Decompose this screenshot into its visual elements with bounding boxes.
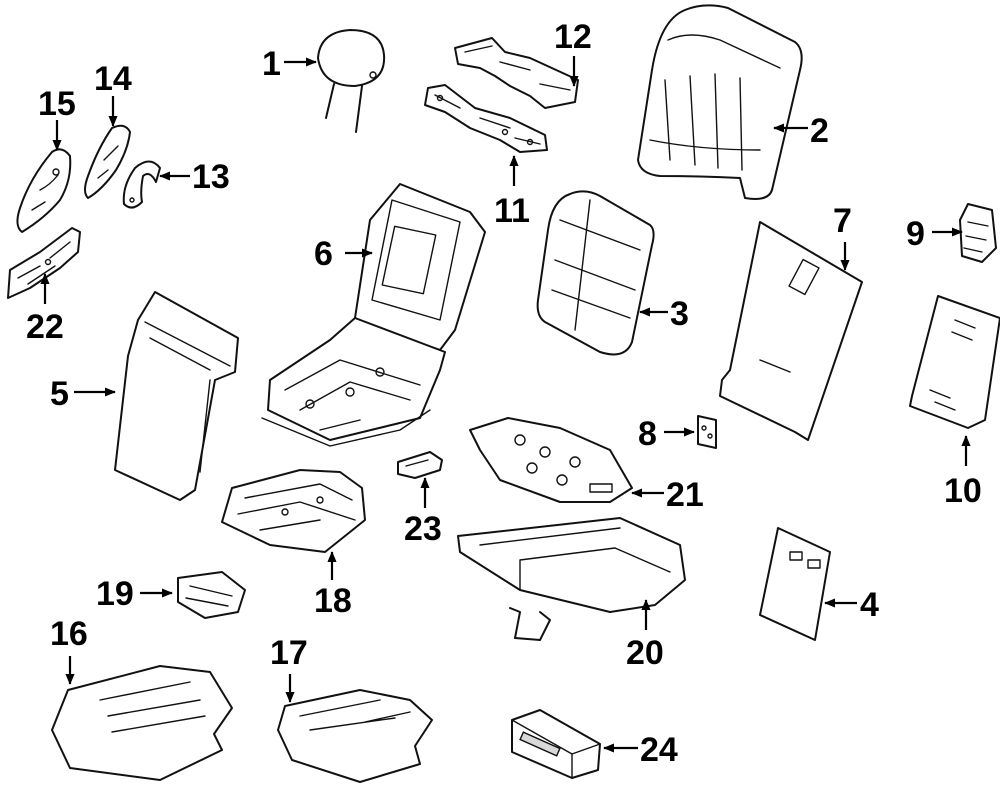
callout-20: 20 bbox=[626, 634, 664, 672]
part-9-bracket[interactable] bbox=[959, 203, 997, 263]
part-12-trim-cover[interactable] bbox=[454, 37, 579, 109]
callout-24: 24 bbox=[640, 731, 678, 769]
part-11-support-bracket[interactable] bbox=[424, 84, 548, 153]
callout-12: 12 bbox=[554, 18, 592, 56]
part-16-cushion-cover[interactable] bbox=[51, 665, 233, 781]
callout-2: 2 bbox=[810, 112, 829, 150]
part-2-seatback-cover[interactable] bbox=[637, 4, 803, 200]
part-8-latch-plate[interactable] bbox=[697, 415, 717, 449]
part-10-back-board[interactable] bbox=[909, 295, 1000, 429]
part-15-trim-panel[interactable] bbox=[16, 148, 72, 233]
callout-1: 1 bbox=[262, 45, 281, 83]
leader-lines bbox=[40, 56, 971, 753]
callout-21: 21 bbox=[666, 476, 704, 514]
callout-17: 17 bbox=[270, 634, 308, 672]
part-14-trim-panel[interactable] bbox=[84, 124, 131, 199]
callout-6: 6 bbox=[314, 235, 333, 273]
part-6-seat-frame[interactable] bbox=[261, 183, 486, 447]
part-4-panel[interactable] bbox=[759, 527, 831, 641]
callout-4: 4 bbox=[860, 586, 879, 624]
part-3-seatback-pad[interactable] bbox=[536, 190, 655, 356]
callout-16: 16 bbox=[50, 615, 88, 653]
part-19-bracket[interactable] bbox=[177, 571, 246, 619]
callout-15: 15 bbox=[38, 85, 76, 123]
part-1-headrest[interactable] bbox=[317, 29, 386, 133]
callout-22: 22 bbox=[26, 308, 64, 346]
part-23-clip[interactable] bbox=[397, 451, 443, 479]
part-7-back-panel[interactable] bbox=[719, 221, 863, 441]
callout-14: 14 bbox=[94, 60, 132, 98]
callout-7: 7 bbox=[833, 202, 852, 240]
callout-8: 8 bbox=[638, 415, 657, 453]
part-24-module[interactable] bbox=[511, 709, 601, 779]
callout-10: 10 bbox=[944, 472, 982, 510]
callout-19: 19 bbox=[96, 575, 134, 613]
part-17-cushion-cover[interactable] bbox=[277, 689, 433, 783]
callout-18: 18 bbox=[314, 582, 352, 620]
part-20-seat-cushion[interactable] bbox=[457, 517, 686, 641]
callout-3: 3 bbox=[670, 295, 689, 333]
part-21-seat-pan[interactable] bbox=[469, 417, 633, 503]
callout-11: 11 bbox=[494, 192, 530, 230]
callout-23: 23 bbox=[404, 510, 442, 548]
callout-5: 5 bbox=[50, 375, 69, 413]
part-18-cushion-frame[interactable] bbox=[221, 469, 366, 553]
callout-13: 13 bbox=[192, 158, 230, 196]
part-13-hook-clip[interactable] bbox=[122, 160, 161, 209]
part-5-seatback-trim[interactable] bbox=[114, 291, 239, 501]
callout-labels: 1 2 3 4 5 6 7 8 9 10 11 12 13 14 15 16 1… bbox=[26, 18, 982, 769]
callout-9: 9 bbox=[906, 215, 925, 253]
